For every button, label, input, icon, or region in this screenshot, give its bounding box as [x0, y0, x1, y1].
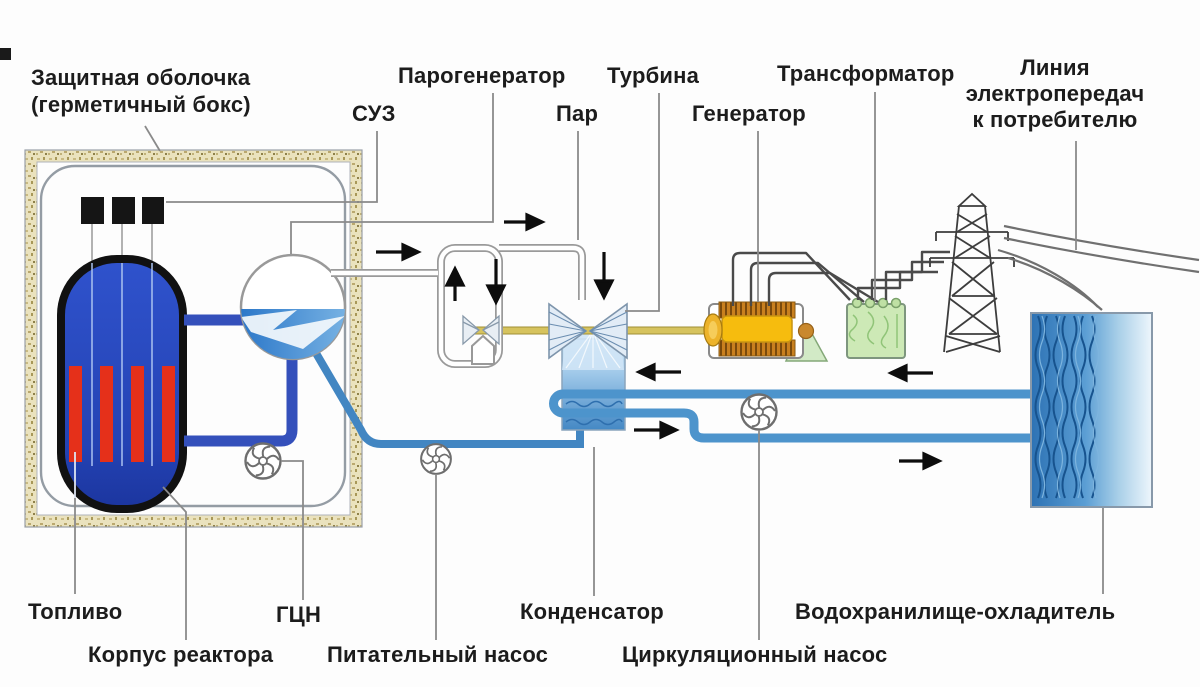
reservoir-label: Водохранилище-охладитель [795, 599, 1116, 624]
hp-turbine-icon [462, 314, 500, 346]
suz-label: СУЗ [352, 101, 396, 126]
arrow-loop-up [444, 265, 466, 301]
main-pump-label: ГЦН [276, 602, 322, 627]
control-rods-icon [81, 197, 164, 262]
image-edge-mark [0, 48, 11, 60]
circulation-pump-label: Циркуляционный насос [622, 642, 888, 667]
transformer-label: Трансформатор [777, 61, 955, 86]
power-line-label-line1: Линия [1020, 55, 1090, 80]
condenser-label: Конденсатор [520, 599, 664, 624]
power-line-curves [997, 224, 1200, 311]
transmission-tower-icon [929, 192, 1015, 353]
arrow-condensate-right [634, 420, 680, 440]
main-circulation-pump-icon [244, 442, 282, 480]
arrow-cooling-left [635, 362, 681, 382]
power-line-label-line2: электропередач [965, 81, 1145, 106]
generator-label: Генератор [692, 101, 806, 126]
reactor-vessel-label: Корпус реактора [88, 642, 274, 667]
steam-valve-icon [471, 334, 495, 365]
feed-pump-icon [420, 443, 452, 475]
feedwater-pipes [309, 345, 584, 448]
arrow-turbine-down [593, 252, 615, 301]
steam-pipes [331, 244, 586, 368]
containment-label-line2: (герметичный бокс) [31, 92, 251, 117]
arrow-cooling-right [899, 451, 943, 471]
cooling-loop-pipe [549, 389, 1031, 443]
arrow-steam-out [376, 242, 422, 262]
arrow-steam-right [504, 212, 546, 232]
reservoir-icon [1030, 312, 1153, 508]
generator-icon [703, 301, 815, 359]
reactor-vessel-icon [57, 255, 187, 513]
steam-generator-label: Парогенератор [398, 63, 566, 88]
flow-arrows [376, 212, 943, 471]
power-line-label-line3: к потребителю [972, 107, 1138, 132]
power-line-label: Линия электропередач к потребителю [950, 55, 1160, 133]
containment-label-line1: Защитная оболочка [31, 65, 251, 90]
feed-pump-label: Питательный насос [327, 642, 549, 667]
containment-label: Защитная оболочка (герметичный бокс) [31, 64, 251, 118]
turbine-label: Турбина [607, 63, 700, 88]
transformer-icon [846, 297, 906, 359]
primary-loop-pipes [184, 314, 298, 447]
leader-lines [74, 92, 1104, 640]
arrow-cooling-left-2 [887, 363, 933, 383]
turbine-icon [548, 302, 628, 360]
circulation-pump-icon [740, 393, 778, 431]
arrow-loop-down [485, 259, 507, 306]
fuel-label: Топливо [28, 599, 123, 624]
fuel-rods-icon [69, 366, 175, 462]
containment-box [24, 149, 363, 528]
steam-label: Пар [556, 101, 599, 126]
power-wires [731, 250, 950, 306]
